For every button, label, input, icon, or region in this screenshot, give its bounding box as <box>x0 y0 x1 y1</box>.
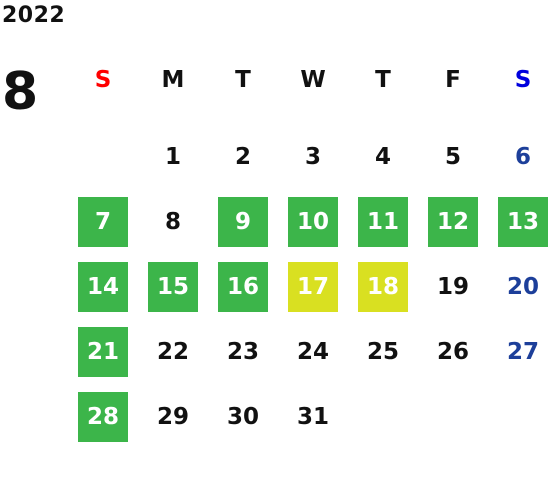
calendar-day-30[interactable]: 30 <box>226 403 259 430</box>
calendar-day-cell: 12 <box>418 189 488 254</box>
calendar-day-cell: 18 <box>348 254 418 319</box>
calendar-day-7[interactable]: 7 <box>78 196 128 247</box>
calendar-day-10[interactable]: 10 <box>288 196 338 247</box>
calendar-day-cell: 20 <box>488 254 548 319</box>
calendar-day-5[interactable]: 5 <box>444 143 461 170</box>
calendar-day-cell: 9 <box>208 189 278 254</box>
calendar-day-cell: 4 <box>348 124 418 189</box>
calendar-day-31[interactable]: 31 <box>296 403 329 430</box>
calendar-day-cell: 11 <box>348 189 418 254</box>
calendar-day-2[interactable]: 2 <box>234 143 251 170</box>
weekday-saturday: S <box>514 67 532 93</box>
calendar-day-cell: 16 <box>208 254 278 319</box>
calendar-day-cell: 3 <box>278 124 348 189</box>
calendar-day-17[interactable]: 17 <box>288 261 338 312</box>
calendar-day-20[interactable]: 20 <box>506 273 539 300</box>
calendar-day-cell: 31 <box>278 384 348 449</box>
calendar-day-cell: 24 <box>278 319 348 384</box>
calendar-day-cell: 27 <box>488 319 548 384</box>
calendar-day-15[interactable]: 15 <box>148 261 198 312</box>
weekday-monday: M <box>161 67 185 93</box>
calendar-day-26[interactable]: 26 <box>436 338 469 365</box>
calendar-day-4[interactable]: 4 <box>374 143 391 170</box>
calendar-day-3[interactable]: 3 <box>304 143 321 170</box>
calendar-day-16[interactable]: 16 <box>218 261 268 312</box>
calendar-day-cell: 13 <box>488 189 548 254</box>
calendar-day-cell: 23 <box>208 319 278 384</box>
calendar-day-cell: 15 <box>138 254 208 319</box>
calendar-day-cell: 6 <box>488 124 548 189</box>
calendar-day-cell: 17 <box>278 254 348 319</box>
weekday-thursday: T <box>375 67 391 93</box>
weekday-tuesday: T <box>235 67 251 93</box>
calendar-day-22[interactable]: 22 <box>156 338 189 365</box>
calendar-day-25[interactable]: 25 <box>366 338 399 365</box>
calendar-day-12[interactable]: 12 <box>428 196 478 247</box>
calendar-day-24[interactable]: 24 <box>296 338 329 365</box>
calendar-year: 2022 <box>2 3 66 28</box>
calendar-day-9[interactable]: 9 <box>218 196 268 247</box>
calendar-day-27[interactable]: 27 <box>506 338 539 365</box>
calendar-day-21[interactable]: 21 <box>78 326 128 377</box>
calendar-day-cell: 14 <box>68 254 138 319</box>
calendar-day-cell: 2 <box>208 124 278 189</box>
empty-cell <box>68 124 138 189</box>
calendar-day-11[interactable]: 11 <box>358 196 408 247</box>
calendar-day-8[interactable]: 8 <box>164 208 181 235</box>
calendar-day-cell: 19 <box>418 254 488 319</box>
calendar-day-cell: 26 <box>418 319 488 384</box>
calendar-day-18[interactable]: 18 <box>358 261 408 312</box>
calendar-day-28[interactable]: 28 <box>78 391 128 442</box>
calendar-day-cell: 1 <box>138 124 208 189</box>
calendar-day-19[interactable]: 19 <box>436 273 469 300</box>
calendar-day-cell: 7 <box>68 189 138 254</box>
calendar-day-13[interactable]: 13 <box>498 196 548 247</box>
calendar-day-1[interactable]: 1 <box>164 143 181 170</box>
calendar-day-14[interactable]: 14 <box>78 261 128 312</box>
weekday-header-row: S M T W T F S <box>68 62 548 98</box>
calendar-day-cell: 29 <box>138 384 208 449</box>
weekday-sunday: S <box>94 67 112 93</box>
calendar-month: 8 <box>2 62 39 122</box>
calendar-day-6[interactable]: 6 <box>514 143 531 170</box>
calendar-day-cell: 21 <box>68 319 138 384</box>
weekday-friday: F <box>445 67 461 93</box>
calendar-day-cell: 22 <box>138 319 208 384</box>
calendar-day-cell: 10 <box>278 189 348 254</box>
calendar-day-cell: 5 <box>418 124 488 189</box>
calendar-day-29[interactable]: 29 <box>156 403 189 430</box>
calendar-day-cell: 28 <box>68 384 138 449</box>
calendar-day-23[interactable]: 23 <box>226 338 259 365</box>
weekday-wednesday: W <box>300 67 326 93</box>
calendar-day-cell: 8 <box>138 189 208 254</box>
calendar-day-cell: 25 <box>348 319 418 384</box>
calendar-day-cell: 30 <box>208 384 278 449</box>
